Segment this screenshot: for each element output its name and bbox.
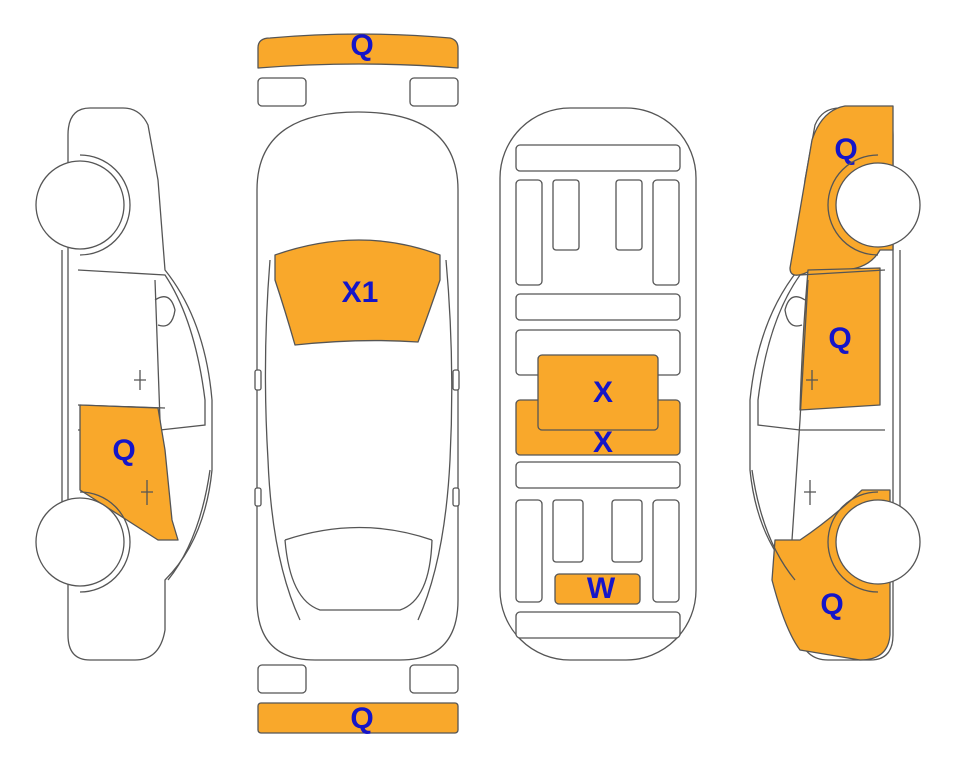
right-front-door-label: Q [828,322,851,355]
right-side-mirror [784,296,806,327]
rear-left-taillight [257,664,307,694]
interior-front-left-seat [552,179,580,251]
left-rear-door-label: Q [112,434,135,467]
interior-front-right-rail [652,179,680,286]
left-side-handle-lower [141,480,153,505]
right-side-pillar [791,279,809,541]
roof-center-label: X [593,376,613,409]
top-view-right-mirror [452,369,460,391]
front-bumper-highlight [257,33,459,69]
top-view-left-pillar [264,259,301,621]
interior-cross-member-1 [515,293,681,321]
rear-bumper-label: Q [350,702,373,735]
left-side-mirror [154,296,176,327]
front-right-headlight [409,77,459,107]
top-view-roof-rear-line [284,526,433,541]
rear-right-taillight [409,664,459,694]
front-left-headlight [257,77,307,107]
trunk-floor-highlight [554,573,641,605]
right-side-window-line [757,269,886,431]
front-bumper-label: Q [350,29,373,62]
rear-bumper-highlight [257,702,459,734]
right-side-front-wheel-arch [827,154,879,256]
left-side-front-wheel [35,160,125,250]
interior-rear-left-seat [552,499,584,563]
right-rear-quarter-label: Q [820,588,843,621]
roof-center-highlight [537,354,659,431]
top-view-rear-window [284,539,433,611]
left-side-rear-wheel [35,497,125,587]
top-view: Q X1 Q [254,29,460,735]
interior-rear-right-seat [611,499,643,563]
windshield-label: X1 [342,276,379,309]
left-side-window-line [77,269,206,431]
top-view-right-pillar [417,259,453,621]
interior-front-panel [515,144,681,172]
left-side-front-wheel-arch [79,154,131,256]
top-view-left-mirror-rear [254,487,262,507]
left-rear-door-highlight [79,404,179,541]
right-side-front-wheel [835,162,921,248]
right-side-view: Q Q Q [749,105,921,661]
right-front-fender-label: Q [834,133,857,166]
interior-front-right-seat [615,179,643,251]
right-side-rear-wheel-arch [827,491,879,593]
interior-rear-panel [515,611,681,639]
interior-cross-member-3 [515,461,681,489]
trunk-floor-label: W [587,572,616,605]
left-side-view: Q [35,107,213,661]
left-side-bumper-curve [167,469,211,581]
top-view-left-mirror [254,369,262,391]
interior-front-left-rail [515,179,543,286]
right-side-handle-upper [806,370,818,390]
right-front-door-highlight [799,267,881,411]
top-view-body [256,111,459,661]
interior-rear-right-rail [652,499,680,603]
left-side-rear-wheel-arch [79,491,131,593]
interior-rear-left-rail [515,499,543,603]
floor-center-label: X [593,426,613,459]
left-side-handle-upper [134,370,146,390]
right-side-rear-wheel [835,499,921,585]
top-view-right-mirror-rear [452,487,460,507]
interior-view: X X W [499,107,697,661]
right-side-handle-lower [804,480,816,505]
windshield-highlight [274,239,441,346]
right-side-bumper-curve [751,469,796,581]
